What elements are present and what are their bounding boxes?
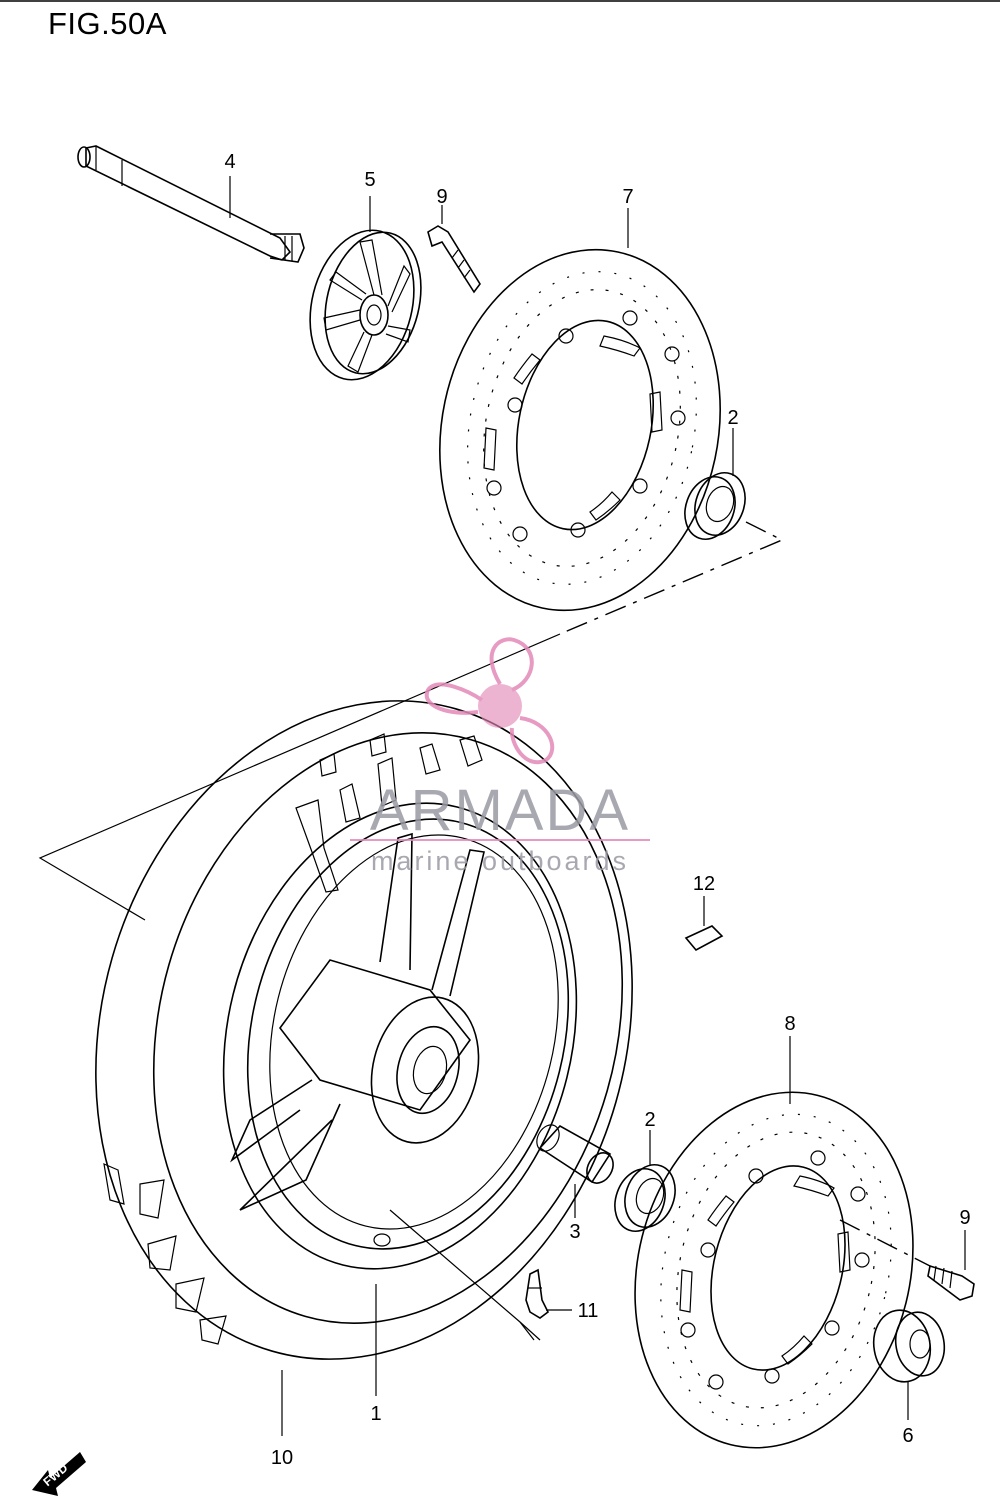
part-4-axle [77, 145, 305, 263]
callout-3: 3 [569, 1221, 580, 1243]
propeller-hub-icon [478, 684, 522, 728]
watermark-brand: ARMADA [370, 778, 630, 843]
part-11-valve [525, 1268, 572, 1319]
fwd-arrow-icon [32, 1452, 86, 1496]
part-6-collar [872, 1309, 946, 1420]
part-7-brake-disc [439, 208, 721, 612]
armada-watermark: ARMADA marine outboards [350, 637, 650, 876]
callout-7: 7 [622, 186, 633, 208]
callout-12: 12 [693, 873, 715, 895]
callout-6: 6 [902, 1425, 913, 1447]
watermark-tagline: marine outboards [371, 846, 629, 876]
assembly-line-upper [559, 521, 784, 635]
propeller-blades-icon [424, 637, 555, 765]
part-2-bearing-upper [684, 428, 746, 540]
callout-9: 9 [436, 186, 447, 208]
assembly-line-left [38, 633, 561, 921]
callout-9: 9 [959, 1207, 970, 1229]
callout-5: 5 [364, 169, 375, 191]
part-2-bearing-lower [614, 1130, 676, 1232]
callout-10: 10 [271, 1447, 293, 1469]
part-9-bolt-lower [839, 1219, 975, 1301]
part-8-brake-disc [634, 1036, 914, 1449]
part-12-balance-weight [684, 896, 724, 952]
callout-4: 4 [224, 151, 235, 173]
figure-title: FIG.50A [48, 6, 167, 41]
callout-2: 2 [644, 1109, 655, 1131]
part-5-plate [309, 196, 422, 381]
fwd-direction-badge: FWD [32, 1452, 86, 1496]
part-1-wheel [222, 802, 578, 1396]
part-3-spacer [536, 1124, 614, 1218]
callout-1: 1 [370, 1403, 381, 1425]
part-9-bolt-upper [427, 205, 481, 294]
callout-2: 2 [727, 407, 738, 429]
part-10-tire [95, 700, 633, 1436]
callout-labels: 4 5 9 7 2 12 8 2 3 9 11 1 10 6 [224, 151, 970, 1469]
callout-11: 11 [578, 1300, 599, 1322]
callout-8: 8 [784, 1013, 795, 1035]
